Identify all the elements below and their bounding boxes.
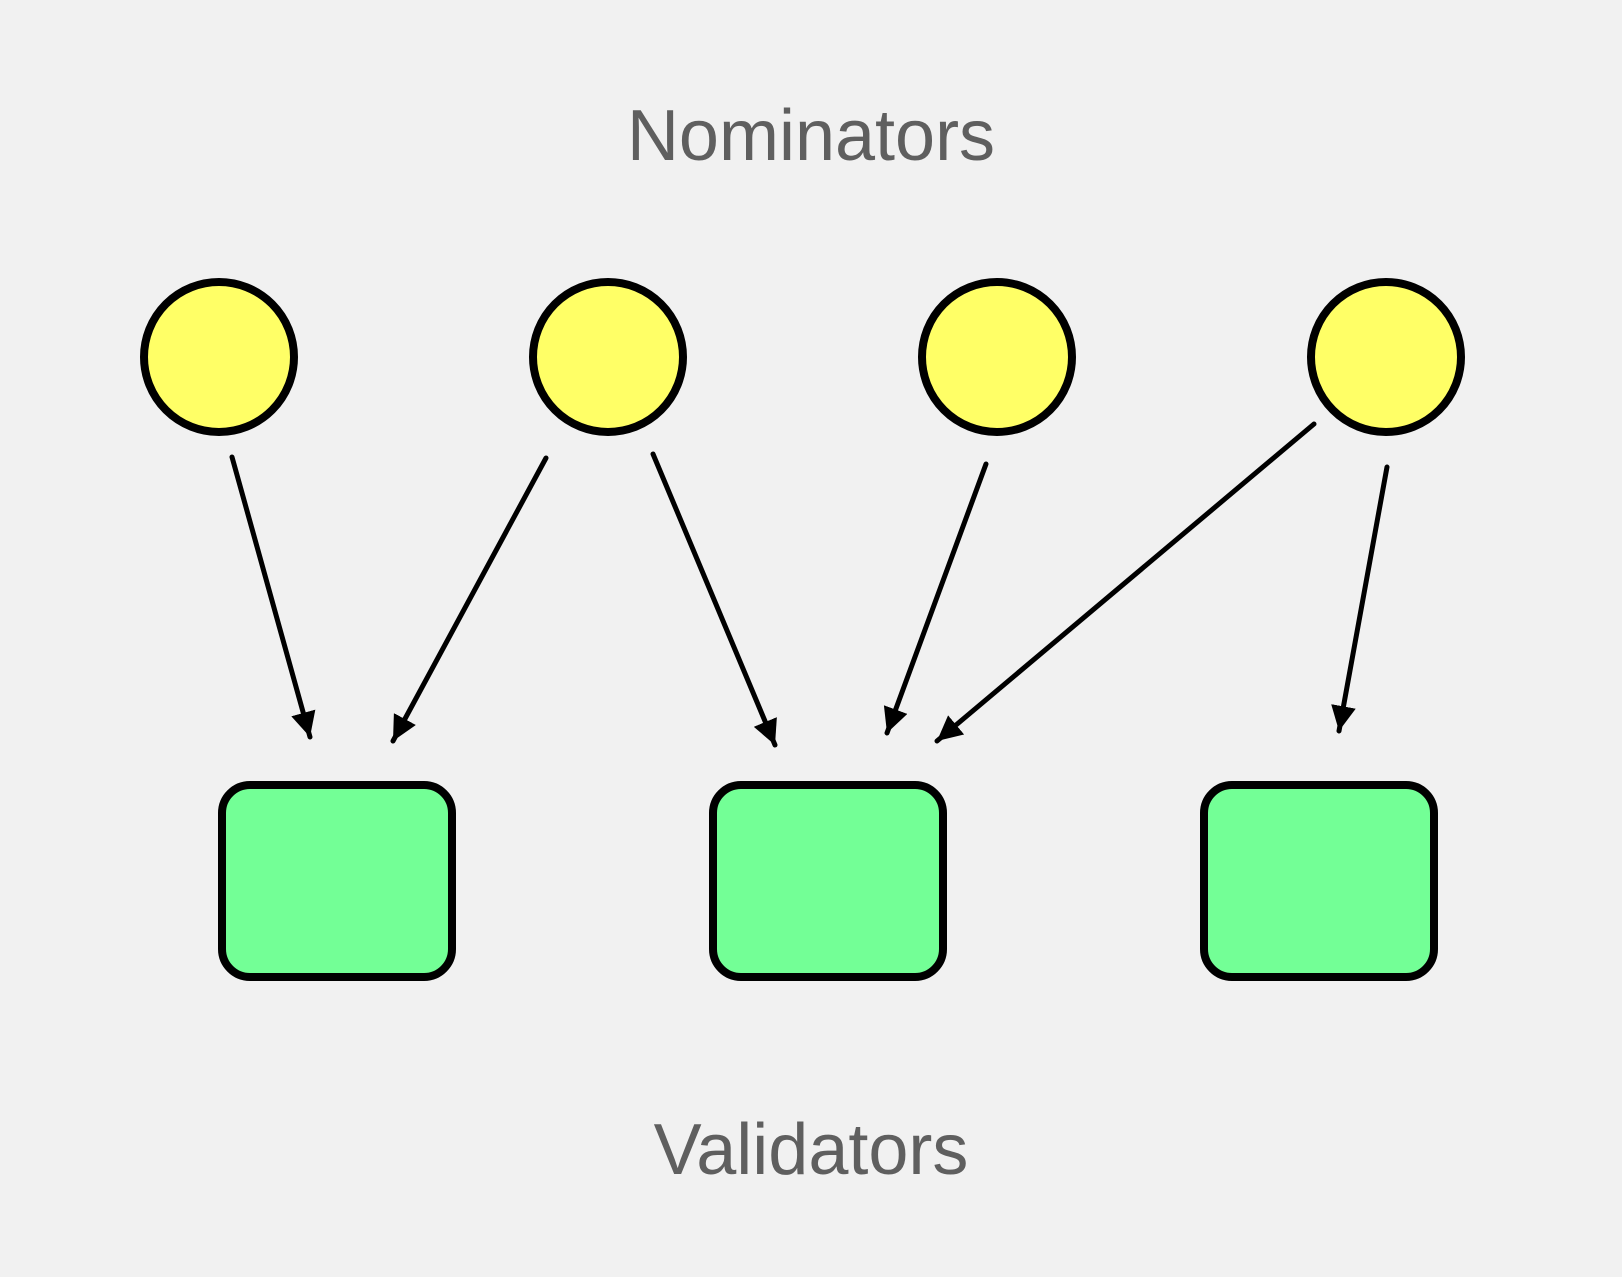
nominator-node-n4 xyxy=(1307,278,1465,436)
edge-n2-to-v1 xyxy=(390,455,549,744)
validators-label: Validators xyxy=(653,1110,969,1190)
nominators-label: Nominators xyxy=(626,96,996,176)
validator-node-v1 xyxy=(218,781,456,981)
nominator-node-n1 xyxy=(140,278,298,436)
edge-n2-to-v2 xyxy=(650,451,778,748)
validator-node-v3 xyxy=(1200,781,1438,981)
edges-layer xyxy=(229,421,1390,748)
edge-n4-to-v2 xyxy=(934,421,1317,744)
nominator-node-n3 xyxy=(918,278,1076,436)
nominator-node-n2 xyxy=(529,278,687,436)
edge-n1-to-v1 xyxy=(229,454,316,740)
edge-n3-to-v2 xyxy=(883,461,989,736)
validator-node-v2 xyxy=(709,781,947,981)
nodes-layer xyxy=(140,278,1465,981)
edge-n4-to-v3 xyxy=(1331,464,1390,734)
